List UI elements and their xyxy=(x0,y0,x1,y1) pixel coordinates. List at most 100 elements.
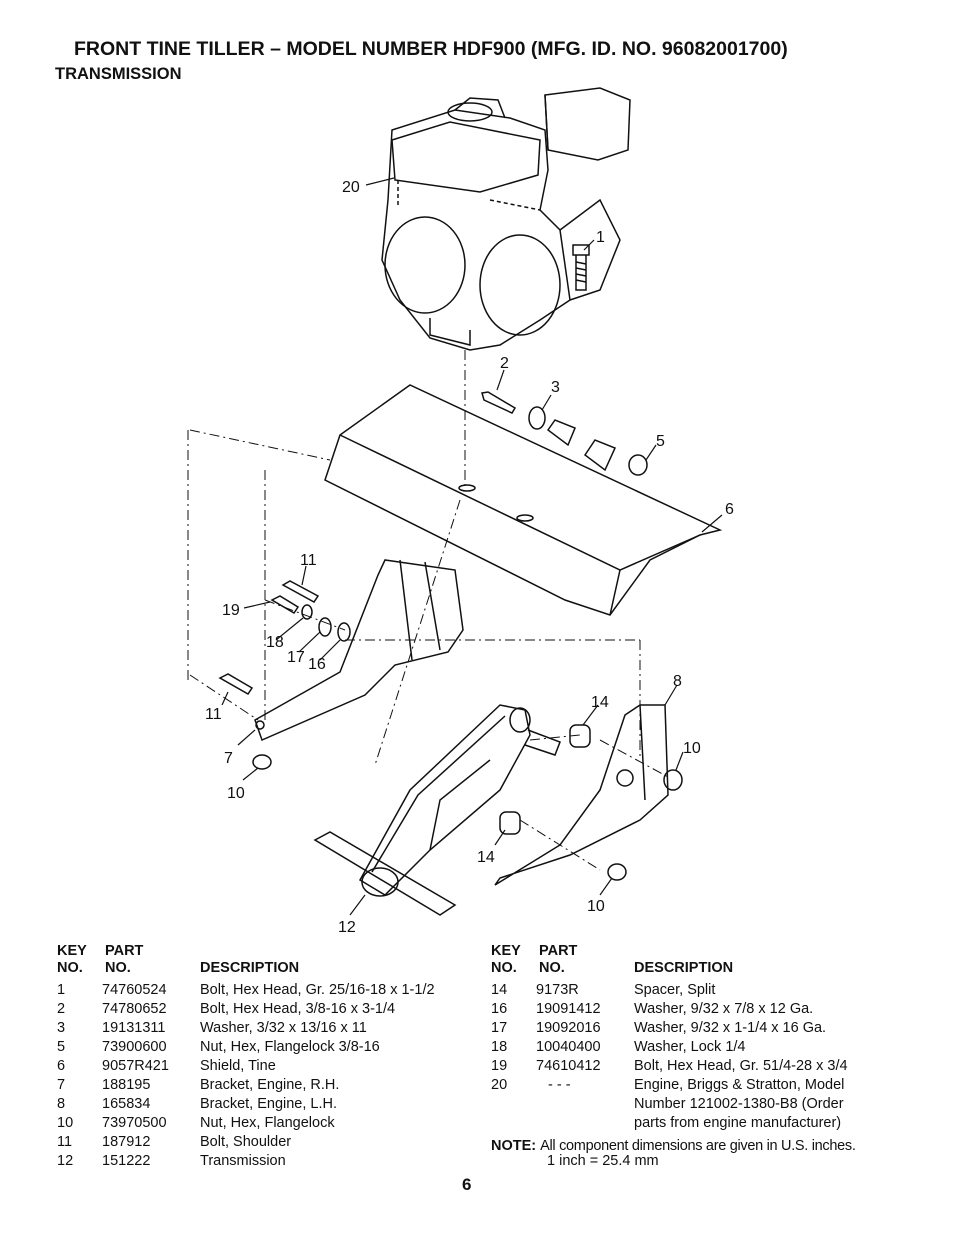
key-cell: 18 xyxy=(491,1039,508,1055)
desc-cell: Transmission xyxy=(200,1153,286,1169)
key-cell: 3 xyxy=(57,1020,66,1036)
callout-10: 10 xyxy=(227,785,245,802)
key-cell: 19 xyxy=(491,1058,508,1074)
nut-5-drawing xyxy=(628,454,648,476)
tine-shield-drawing xyxy=(324,384,723,616)
part-cell: 10040400 xyxy=(536,1039,601,1055)
desc-cell: Engine, Briggs & Stratton, Model xyxy=(634,1077,845,1093)
part-cell: 19092016 xyxy=(536,1020,601,1036)
part-cell: 73900600 xyxy=(102,1039,167,1055)
callout-3: 3 xyxy=(551,379,560,396)
page-title: FRONT TINE TILLER – MODEL NUMBER HDF900 … xyxy=(74,38,788,60)
parts-table-right: KEY NO. PART NO. DESCRIPTION 14 9173R Spac… xyxy=(491,942,911,1137)
key-cell: 16 xyxy=(491,1001,508,1017)
callout-10c: 10 xyxy=(587,898,605,915)
engine-drawing xyxy=(381,87,631,351)
callout-16: 16 xyxy=(308,656,326,673)
part-cell: 74610412 xyxy=(536,1058,601,1074)
dimension-note: NOTE: All component dimensions are given… xyxy=(491,1139,891,1169)
callout-1: 1 xyxy=(596,229,605,246)
key-header-line1: KEY xyxy=(491,943,521,959)
callout-12: 12 xyxy=(338,919,356,936)
part-cell: 74780652 xyxy=(102,1001,167,1017)
description-header: DESCRIPTION xyxy=(634,960,734,976)
desc-cell: parts from engine manufacturer) xyxy=(634,1115,842,1131)
part-cell: 19091412 xyxy=(536,1001,601,1017)
callout-2: 2 xyxy=(500,355,509,372)
section-subtitle: TRANSMISSION xyxy=(55,65,182,83)
part-cell: - - - xyxy=(548,1077,571,1093)
part-cell: 151222 xyxy=(102,1153,151,1169)
desc-cell: Number 121002-1380-B8 (Order xyxy=(634,1096,844,1112)
spacer-14b-drawing xyxy=(499,811,521,835)
part-cell: 73970500 xyxy=(102,1115,167,1131)
desc-cell: Bolt, Shoulder xyxy=(200,1134,292,1150)
part-header-line1: PART xyxy=(539,943,578,959)
desc-cell: Spacer, Split xyxy=(634,982,716,998)
key-cell: 1 xyxy=(57,982,66,998)
nut-10b-drawing xyxy=(663,769,683,791)
key-cell: 20 xyxy=(491,1077,508,1093)
callout-8: 8 xyxy=(673,673,682,690)
desc-cell: Nut, Hex, Flangelock xyxy=(200,1115,335,1131)
nut-10a-drawing xyxy=(252,754,272,770)
key-cell: 11 xyxy=(57,1134,73,1150)
desc-cell: Bolt, Hex Head, Gr. 51/4-28 x 3/4 xyxy=(634,1058,848,1074)
key-header-line1: KEY xyxy=(57,943,87,959)
desc-cell: Bolt, Hex Head, Gr. 25/16-18 x 1-1/2 xyxy=(200,982,435,998)
bolt-2-drawing xyxy=(481,391,517,414)
part-header-line2: NO. xyxy=(539,960,565,976)
description-header: DESCRIPTION xyxy=(200,960,300,976)
bolt-1-drawing xyxy=(572,244,590,291)
part-cell: 188195 xyxy=(102,1077,151,1093)
part-cell: 9173R xyxy=(536,982,579,998)
part-cell: 9057R421 xyxy=(102,1058,169,1074)
key-cell: 10 xyxy=(57,1115,74,1131)
key-cell: 6 xyxy=(57,1058,66,1074)
key-cell: 17 xyxy=(491,1020,508,1036)
part-header-line2: NO. xyxy=(105,960,131,976)
callout-6: 6 xyxy=(725,501,734,518)
callout-18: 18 xyxy=(266,634,284,651)
part-cell: 187912 xyxy=(102,1134,151,1150)
callout-5: 5 xyxy=(656,433,665,450)
part-cell: 74760524 xyxy=(102,982,167,998)
diagram-svg: 20 1 2 3 5 6 11 19 18 17 16 11 7 10 8 14… xyxy=(187,87,734,936)
part-cell: 19131311 xyxy=(102,1020,166,1036)
desc-cell: Washer, 3/32 x 13/16 x 11 xyxy=(200,1020,367,1036)
key-header-line2: NO. xyxy=(491,960,517,976)
callout-14b: 14 xyxy=(477,849,495,866)
part-cell: 165834 xyxy=(102,1096,151,1112)
callout-19: 19 xyxy=(222,602,240,619)
callout-20: 20 xyxy=(342,179,360,196)
desc-cell: Nut, Hex, Flangelock 3/8-16 xyxy=(200,1039,380,1055)
key-cell: 5 xyxy=(57,1039,66,1055)
washer-17-drawing xyxy=(318,617,332,637)
desc-cell: Shield, Tine xyxy=(200,1058,276,1074)
washer-3-drawing xyxy=(528,406,546,430)
callout-labels: 20 1 2 3 5 6 11 19 18 17 16 11 7 10 8 14… xyxy=(205,179,734,936)
nut-10c-drawing xyxy=(607,863,627,881)
key-cell: 12 xyxy=(57,1153,74,1169)
callout-17: 17 xyxy=(287,649,305,666)
bolt-11a-drawing xyxy=(218,673,254,695)
callout-14: 14 xyxy=(591,694,609,711)
desc-cell: Bracket, Engine, R.H. xyxy=(200,1077,340,1093)
bolt-19-drawing xyxy=(270,595,300,615)
washer-18-drawing xyxy=(301,604,313,620)
desc-cell: Washer, 9/32 x 1-1/4 x 16 Ga. xyxy=(634,1020,827,1036)
key-cell: 7 xyxy=(57,1077,66,1093)
key-cell: 14 xyxy=(491,982,508,998)
callout-11: 11 xyxy=(300,552,317,569)
key-cell: 2 xyxy=(57,1001,66,1017)
washer-16-drawing xyxy=(337,622,351,642)
callout-10b: 10 xyxy=(683,740,701,757)
desc-cell: Washer, Lock 1/4 xyxy=(634,1039,746,1055)
desc-cell: Bolt, Hex Head, 3/8-16 x 3-1/4 xyxy=(200,1001,396,1017)
page-number: 6 xyxy=(462,1175,472,1194)
callout-7: 7 xyxy=(224,750,233,767)
bracket-rh-drawing xyxy=(254,559,464,742)
exploded-parts-diagram: 20 1 2 3 5 6 11 19 18 17 16 11 7 10 8 14… xyxy=(150,85,790,940)
note-label: NOTE: xyxy=(491,1138,537,1154)
